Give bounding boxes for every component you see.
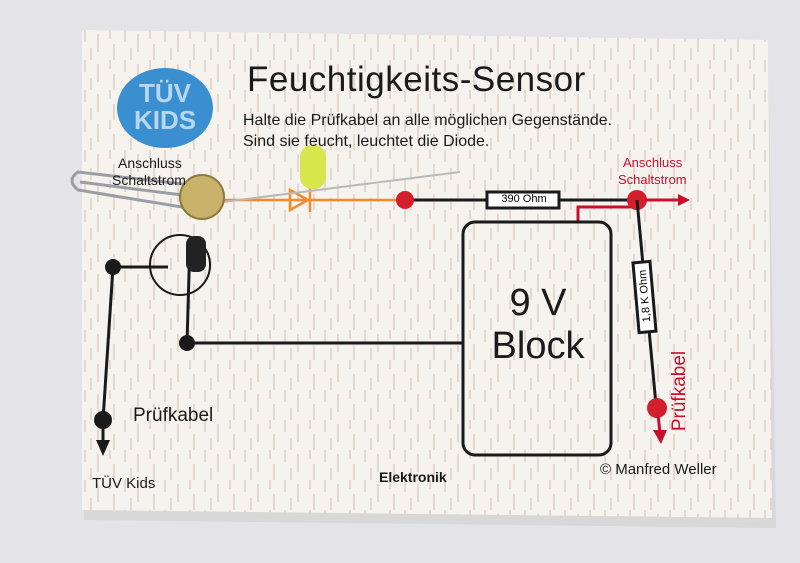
- resistor-1-8k: [631, 259, 658, 335]
- transistor-symbol: [149, 234, 211, 296]
- right-connector-label-1: Anschluss: [623, 155, 683, 170]
- paperclip: [70, 170, 201, 212]
- battery-label-2: Block: [491, 325, 585, 367]
- diode-icon: [288, 187, 311, 213]
- arrow-down-icon: [653, 430, 667, 444]
- resistor-390: [485, 190, 561, 210]
- resistor-390-label: 390 Ohm: [501, 193, 547, 205]
- left-connector-label-2: Schaltstrom: [112, 172, 186, 188]
- arrow-down-icon: [96, 440, 110, 456]
- battery-block: [461, 220, 613, 457]
- logo-text: TÜV KIDS: [133, 78, 197, 135]
- arrow-right-icon: [678, 194, 690, 206]
- battery-label-1: 9 V: [509, 282, 567, 324]
- contact-dot: [647, 398, 667, 418]
- contact-dot: [396, 191, 414, 209]
- instruction-line-1: Halte die Prüfkabel an alle möglichen Ge…: [243, 112, 613, 129]
- tuv-kids-logo: [117, 68, 213, 148]
- footer-left: TÜV Kids: [92, 475, 156, 492]
- probe-right-label: Prüfkabel: [669, 350, 691, 432]
- page-title: Feuchtigkeits-Sensor: [247, 60, 586, 99]
- footer-center: Elektronik: [379, 469, 447, 485]
- probe-left-label: Prüfkabel: [133, 405, 214, 426]
- right-connector-label-2: Schaltstrom: [618, 172, 687, 187]
- left-connector-label-1: Anschluss: [118, 155, 182, 171]
- board-surface: [82, 30, 772, 518]
- brass-contact: [179, 174, 225, 220]
- transistor-component: [186, 236, 206, 272]
- led-component: [300, 145, 326, 189]
- instruction-line-2: Sind sie feucht, leuchtet die Diode.: [243, 133, 490, 150]
- footer-right: © Manfred Weller: [600, 461, 717, 478]
